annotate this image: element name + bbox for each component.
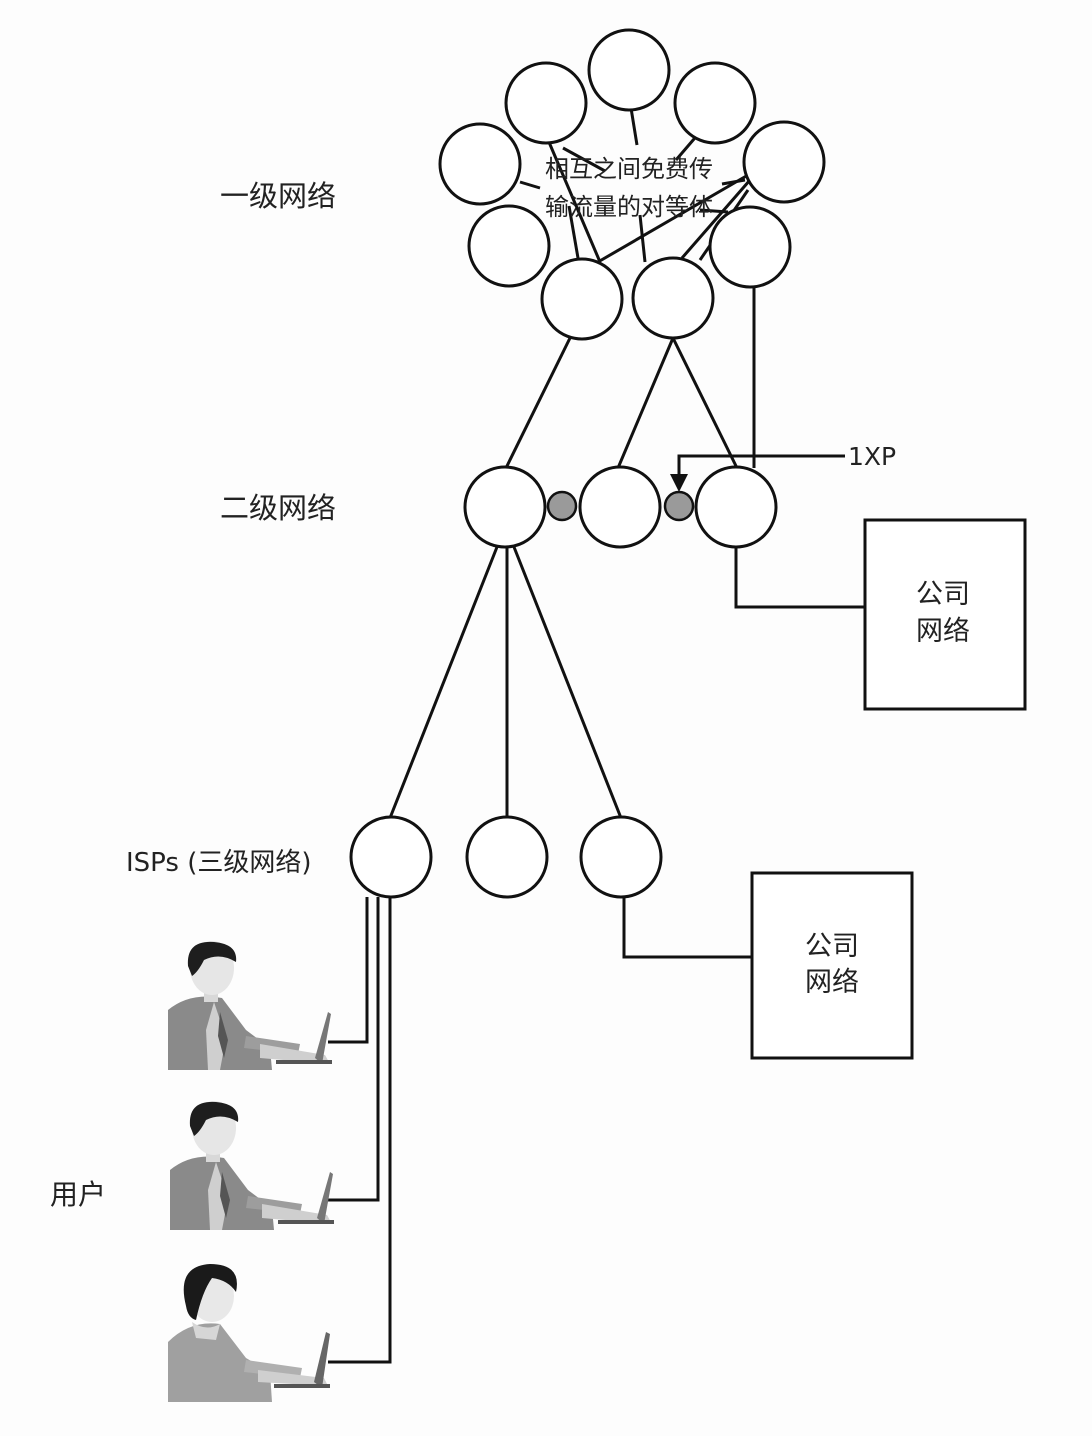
peer-note-line1: 相互之间免费传 bbox=[545, 155, 713, 183]
tier2-networks bbox=[463, 465, 778, 549]
tier1-node bbox=[673, 61, 757, 145]
tier1-node bbox=[708, 205, 792, 289]
ixp-point bbox=[663, 490, 695, 522]
user-with-laptop-icon bbox=[168, 941, 332, 1070]
peer-note-line2: 输流量的对等体 bbox=[545, 193, 713, 221]
tier1-label: 一级网络 bbox=[220, 179, 336, 213]
tier2-node bbox=[578, 465, 662, 549]
tier3-node bbox=[465, 815, 549, 899]
tier3-node bbox=[349, 815, 433, 899]
tier1-node bbox=[587, 28, 671, 112]
ixp-pointer-line bbox=[677, 454, 845, 478]
tier1-tier2-links bbox=[504, 287, 756, 469]
tier3-node bbox=[579, 815, 663, 899]
tier3-networks bbox=[349, 815, 663, 899]
corporate-link bbox=[622, 897, 752, 959]
tier1-node bbox=[540, 257, 624, 341]
user-with-laptop-icon bbox=[170, 1101, 334, 1230]
tier1-node bbox=[742, 120, 826, 204]
ixp-label: 1XP bbox=[848, 442, 896, 471]
tier3-label: ISPs (三级网络) bbox=[126, 848, 312, 878]
isp-user-links bbox=[328, 897, 392, 1364]
corporate-network-box bbox=[750, 871, 914, 1060]
corporate-label-line1: 公司 bbox=[805, 931, 859, 962]
user-with-laptop-icon bbox=[168, 1264, 330, 1402]
ixp-arrow-head bbox=[670, 474, 688, 492]
tier2-label: 二级网络 bbox=[220, 491, 336, 525]
tier1-networks bbox=[438, 28, 826, 341]
tier1-node bbox=[631, 256, 715, 340]
ixp-point bbox=[546, 490, 578, 522]
tier2-node bbox=[694, 465, 778, 549]
tier1-node bbox=[438, 122, 522, 206]
tier2-node bbox=[463, 465, 547, 549]
corporate-network-box bbox=[863, 518, 1027, 711]
users-label: 用户 bbox=[50, 1178, 106, 1211]
corporate-link bbox=[734, 547, 865, 609]
corporate-label-line2: 网络 bbox=[916, 616, 970, 647]
tier1-node bbox=[467, 204, 551, 288]
corporate-label-line2: 网络 bbox=[805, 967, 859, 998]
tier2-tier3-links bbox=[388, 546, 623, 819]
tier1-node bbox=[504, 61, 588, 145]
corporate-label-line1: 公司 bbox=[916, 579, 970, 610]
tier1-peering-links bbox=[519, 107, 752, 264]
